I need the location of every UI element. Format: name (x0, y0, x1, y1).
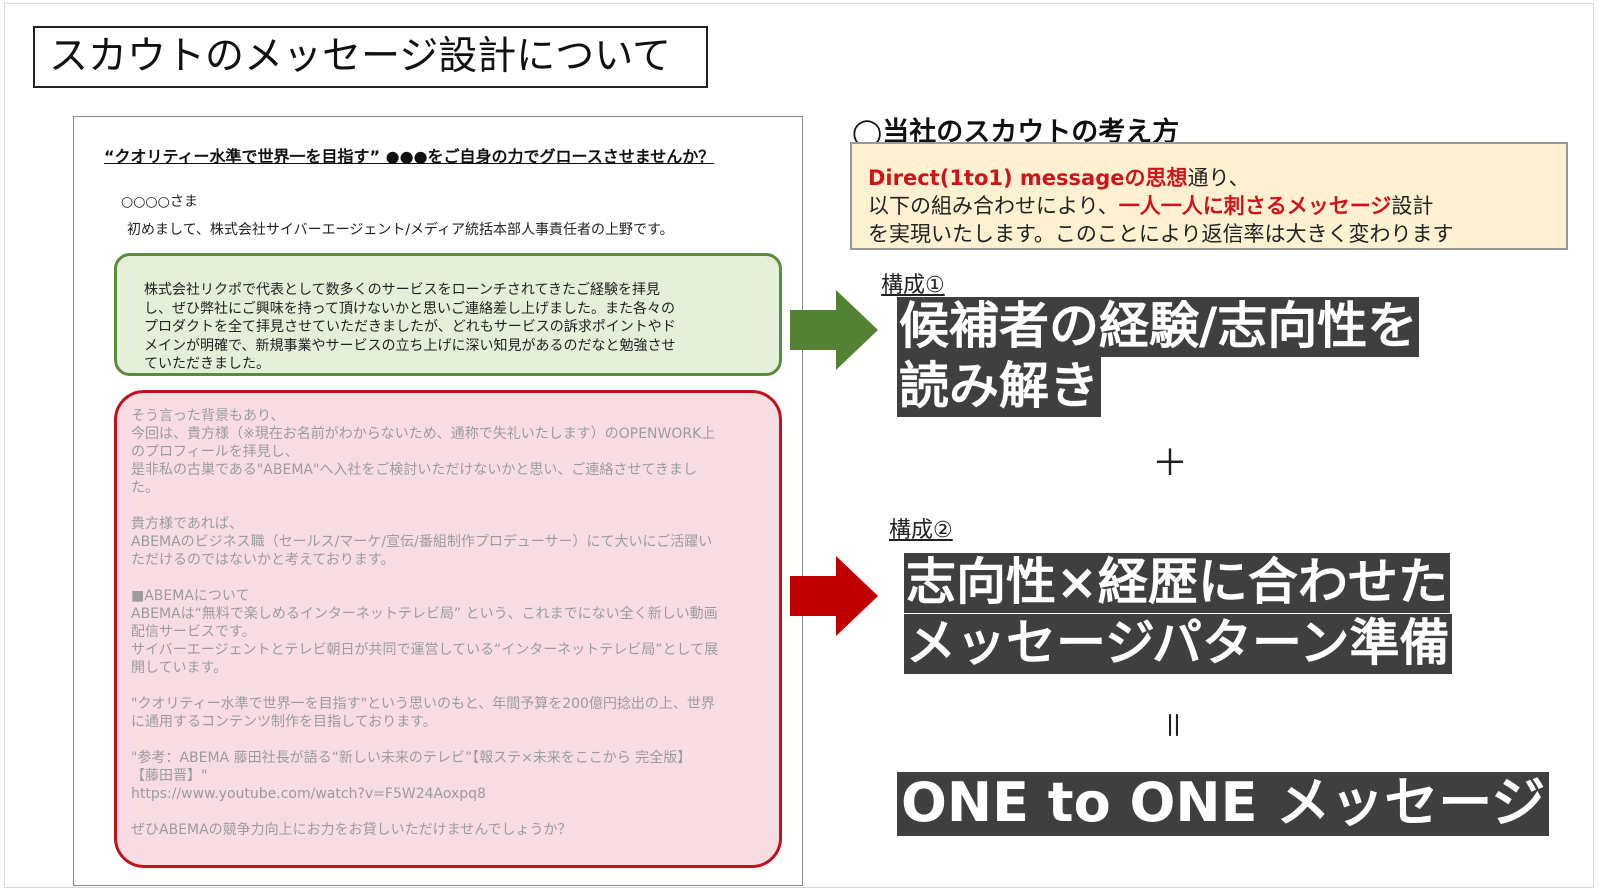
green-arrow-icon (790, 290, 878, 370)
equals-icon: ＝ (1154, 710, 1189, 740)
composition-1-label: 構成① (881, 273, 945, 298)
personalized-section: 株式会社リクポで代表として数多くのサービスをローンチされてきたご経験を拝見 し、… (114, 253, 782, 376)
red-paragraph-4: "クオリティー水準で世界一を目指す"という思いのもと、年間予算を200億円捻出の… (131, 696, 715, 730)
result-label: ONE to ONE メッセージ (897, 772, 1550, 836)
green-line: プロダクトを全て拝見させていただきましたが、どれもサービスの訴求ポイントやド (144, 319, 676, 335)
green-line: ていただきました。 (144, 356, 270, 372)
composition-2-label: 構成② (889, 518, 953, 543)
red-paragraph-2: 貴方様であれば、 ABEMAのビジネス職（セールス/マーケ/宣伝/番組制作プロデ… (131, 516, 713, 568)
red-paragraph-5: "参考：ABEMA 藤田社長が語る“新しい未来のテレビ”【報ステ×未来をここから… (131, 750, 692, 802)
red-paragraph-1: そう言った背景もあり、 今回は、貴方様（※現在お名前がわからないため、通称で失礼… (131, 408, 716, 496)
green-line: メインが明確で、新規事業やサービスの立ち上げに深い知見があるのだなと勉強させ (144, 337, 676, 354)
composition-1-line-2: 読み解き (897, 357, 1101, 417)
summary-line-2: 以下の組み合わせにより、一人一人に刺さるメッセージ設計 (868, 194, 1434, 218)
red-paragraph-3: ■ABEMAについて ABEMAは“無料で楽しめるインターネットテレビ局” とい… (131, 588, 719, 676)
scout-message-document: “クオリティー水準で世界一を目指す” ●●●をご自身の力でグロースさせませんか？… (73, 116, 803, 886)
summary-line-3: を実現いたします。このことにより返信率は大きく変わります (868, 222, 1454, 246)
slide-frame (4, 3, 1594, 888)
composition-2-line-1: 志向性×経歴に合わせた (904, 553, 1450, 613)
summary-line-1: Direct(1to1) messageの思想通り、 (868, 166, 1250, 190)
green-line: 株式会社リクポで代表として数多くのサービスをローンチされてきたご経験を拝見 (144, 282, 661, 298)
message-subject: “クオリティー水準で世界一を目指す” ●●●をご自身の力でグロースさせませんか？ (104, 147, 715, 166)
plus-icon: ＋ (1152, 443, 1189, 484)
approach-summary-box: Direct(1to1) messageの思想通り、 以下の組み合わせにより、一… (850, 142, 1568, 250)
slide-title: スカウトのメッセージ設計について (33, 26, 708, 88)
message-greeting: ○○○○さま (121, 194, 198, 210)
template-section: そう言った背景もあり、 今回は、貴方様（※現在お名前がわからないため、通称で失礼… (114, 390, 782, 868)
message-intro: 初めまして、株式会社サイバーエージェント/メディア統括本部人事責任者の上野です。 (127, 222, 674, 238)
composition-1-line-1: 候補者の経験/志向性を (897, 297, 1420, 357)
green-line: し、ぜひ弊社にご興味を持って頂けないかと思いご連絡差し上げました。また各々の (144, 300, 676, 317)
composition-2-line-2: メッセージパターン準備 (904, 614, 1452, 674)
red-arrow-icon (790, 556, 878, 636)
red-paragraph-6: ぜひABEMAの競争力向上にお力をお貸しいただけませんでしょうか？ (131, 822, 572, 838)
